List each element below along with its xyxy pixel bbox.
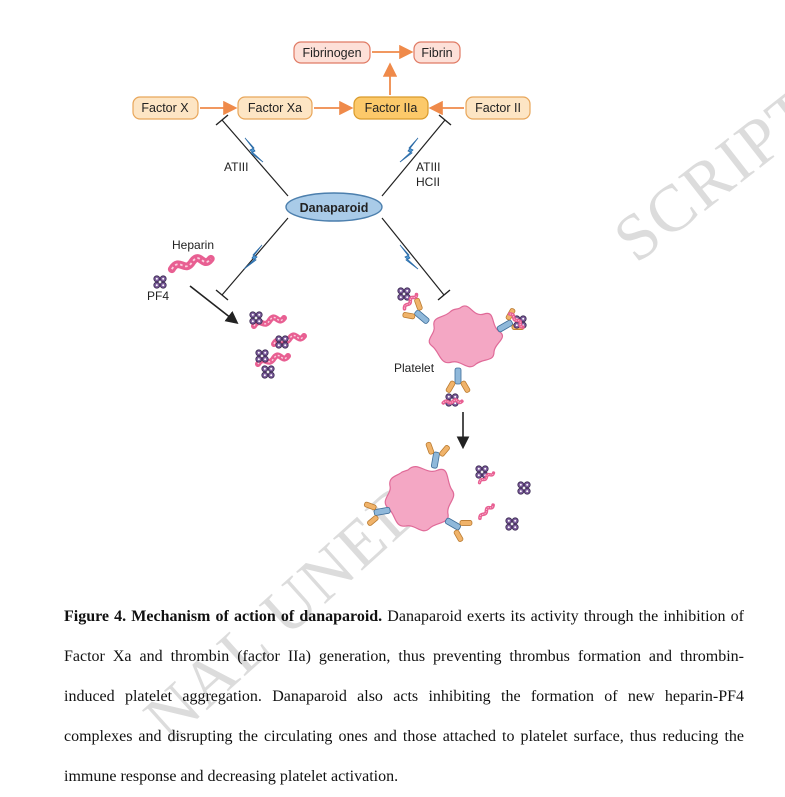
lightning-icon-platelet — [399, 244, 419, 270]
arrow-complex-formation — [189, 285, 239, 324]
label-pf4: PF4 — [147, 289, 169, 303]
node-fibrinogen: Fibrinogen — [293, 41, 371, 64]
node-fibrinogen-label: Fibrinogen — [302, 46, 361, 60]
caption-title: Figure 4. Mechanism of action of danapar… — [64, 608, 383, 625]
label-atiii-right: ATIII — [416, 160, 440, 174]
caption-text: Danaparoid exerts its activity through t… — [64, 608, 744, 785]
node-fibrin-label: Fibrin — [421, 46, 452, 60]
lightning-icon-iia — [399, 137, 419, 163]
node-factor-x-label: Factor X — [141, 101, 189, 115]
node-factor-iia-label: Factor IIa — [365, 101, 418, 115]
inhibit-iia — [381, 114, 452, 197]
node-danaparoid-label: Danaparoid — [300, 201, 369, 215]
label-heparin: Heparin — [172, 238, 214, 252]
node-fibrin: Fibrin — [413, 41, 461, 64]
node-factor-ii-label: Factor II — [475, 101, 521, 115]
heparin-pf4-complexes — [249, 311, 304, 379]
node-factor-xa-label: Factor Xa — [248, 101, 302, 115]
inhibit-platelet — [381, 217, 451, 301]
inhibit-xa — [215, 114, 289, 197]
platelet-top — [397, 287, 527, 408]
label-hcii: HCII — [416, 175, 440, 189]
heparin-strand — [172, 258, 211, 269]
node-danaparoid: Danaparoid — [285, 192, 383, 222]
platelet-bottom — [362, 440, 531, 544]
label-platelet: Platelet — [394, 361, 435, 375]
figure-caption: Figure 4. Mechanism of action of danapar… — [64, 597, 744, 797]
pf4-icon — [153, 275, 167, 289]
node-factor-xa: Factor Xa — [237, 96, 313, 120]
node-factor-x: Factor X — [132, 96, 199, 120]
node-factor-ii: Factor II — [465, 96, 531, 120]
mechanism-diagram: Fibrinogen Fibrin Factor X Factor Xa Fac… — [132, 41, 531, 544]
node-factor-iia: Factor IIa — [353, 96, 429, 120]
inhibit-heparin — [215, 217, 289, 301]
label-atiii-left: ATIII — [224, 160, 248, 174]
